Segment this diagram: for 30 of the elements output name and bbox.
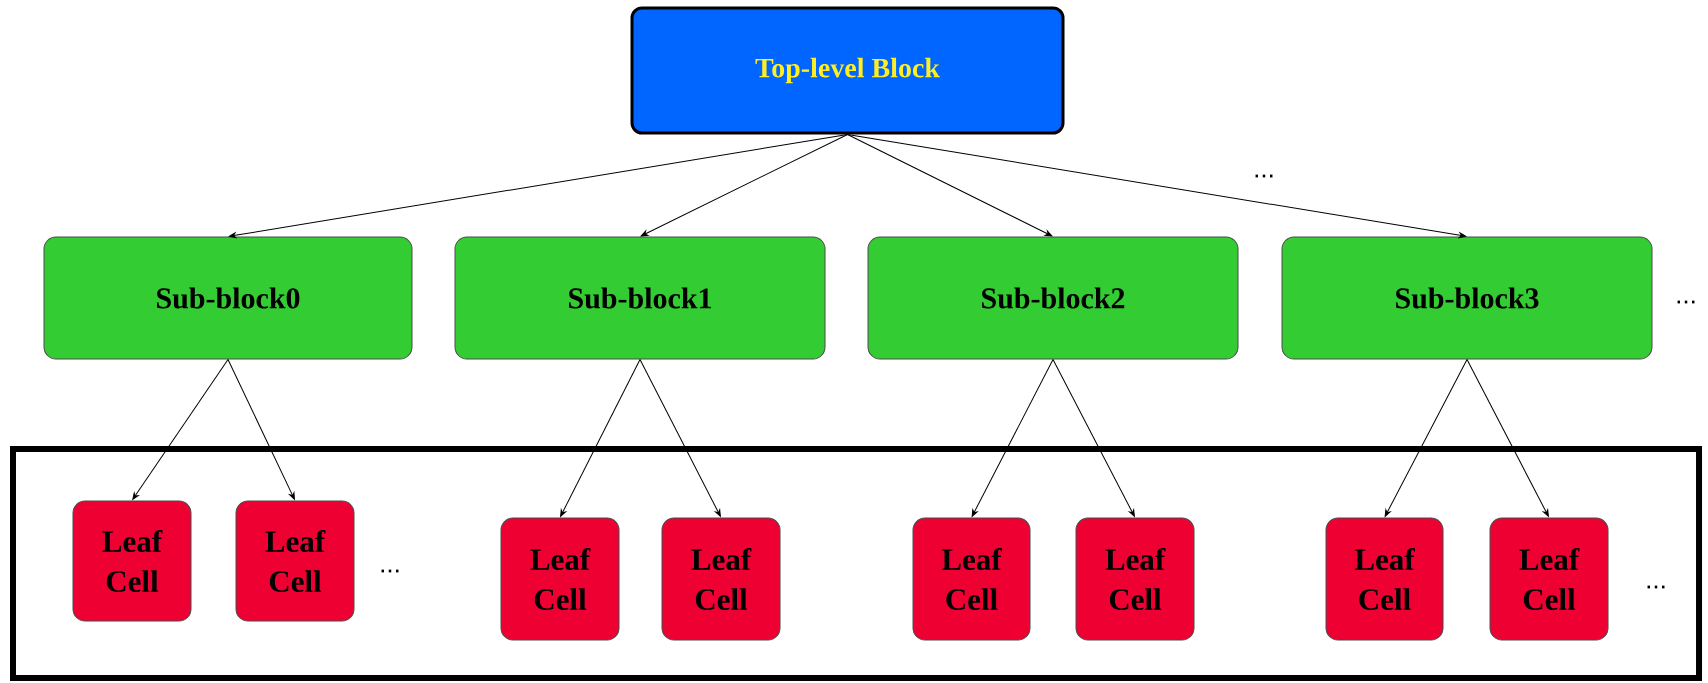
cell-box: Leaf Cell — [1489, 517, 1609, 641]
arrow — [847, 134, 1053, 237]
arrow — [560, 359, 641, 517]
cell-box: Leaf Cell — [1075, 517, 1195, 641]
cell-box: Leaf Cell — [500, 517, 620, 641]
arrow — [640, 134, 848, 237]
block-box: Sub-block3 — [1281, 236, 1653, 360]
block-box: Top-level Block — [630, 6, 1065, 135]
arrow — [1384, 359, 1468, 517]
cell-box: Leaf Cell — [661, 517, 781, 641]
arrow — [971, 359, 1054, 517]
arrow — [228, 134, 848, 239]
block-box: Sub-block1 — [454, 236, 826, 360]
arrow — [1052, 359, 1135, 517]
arrow — [132, 359, 229, 500]
cell-box: Leaf Cell — [1325, 517, 1444, 641]
arrow — [227, 359, 295, 500]
arrow — [1466, 359, 1549, 517]
ellipsis-label: ... — [1677, 300, 1695, 304]
group-frame — [10, 446, 1702, 681]
ellipsis-label: ... — [1647, 585, 1665, 589]
block-box: Sub-block2 — [867, 236, 1239, 360]
cell-box: Leaf Cell — [235, 500, 355, 622]
arrow — [847, 134, 1467, 239]
ellipsis-label: ... — [1255, 174, 1273, 178]
cell-box: Leaf Cell — [72, 500, 192, 622]
ellipsis-label: ... — [381, 569, 399, 573]
block-box: Sub-block0 — [43, 236, 413, 360]
arrow — [639, 359, 721, 517]
cell-box: Leaf Cell — [912, 517, 1031, 641]
